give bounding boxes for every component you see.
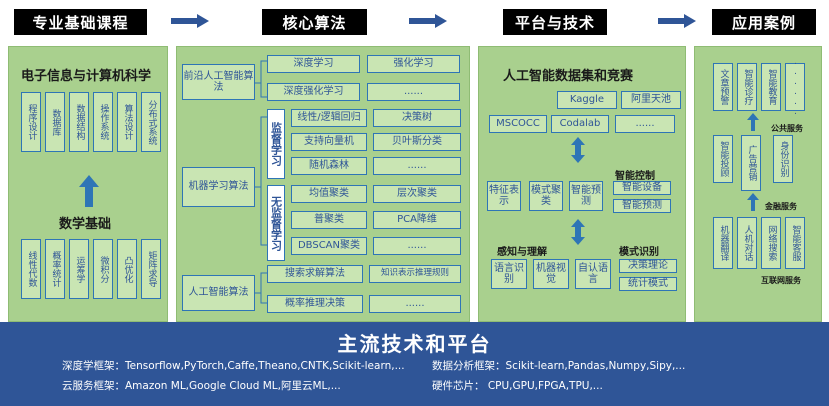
right-arrow-icon [171, 14, 209, 28]
frontier-ai-label: 前沿人工智能算法 [182, 64, 255, 100]
internet-service-label: 互联网服务 [761, 276, 801, 285]
ai-algo-label: 人工智能算法 [182, 275, 255, 311]
finance-service-label: 金融服务 [765, 202, 797, 211]
public-service-label: 公共服务 [771, 124, 803, 133]
data-analysis-frameworks-text: 数据分析框架：Scikit-learn,Pandas,Numpy,Sipy,..… [432, 360, 686, 372]
pattern-recognition-label: 模式识别 [619, 247, 659, 258]
tech-box: 智能预测 [569, 181, 603, 211]
app-box: 智能诊疗 [737, 63, 757, 111]
dataset-box: Kaggle [557, 91, 617, 109]
platforms-title: 主流技术和平台 [337, 332, 492, 356]
tech-box: 模式聚类 [529, 181, 563, 211]
app-box: 人机对话 [737, 217, 757, 269]
cloud-frameworks-text: 云服务框架：Amazon ML,Google Cloud ML,阿里云ML,..… [62, 380, 341, 392]
math-box: 线性代数 [21, 239, 41, 299]
algo-box: DBSCAN聚类 [291, 237, 367, 255]
header-core-algorithms: 核心算法 [262, 9, 367, 35]
tech-box: 特征表示 [487, 181, 521, 211]
tech-box: 统计模式 [619, 277, 677, 291]
unsupervised-label: 无监督学习 [267, 185, 285, 261]
algo-box: 均值聚类 [291, 185, 367, 203]
math-box: 运筹学 [69, 239, 89, 299]
dl-frameworks-text: 深度学框架：Tensorflow,PyTorch,Caffe,Theano,CN… [62, 360, 405, 372]
right-arrow-icon [409, 14, 447, 28]
tech-box: 机器视觉 [533, 259, 569, 289]
tech-box: 智能设备 [613, 181, 671, 195]
math-box: 微积分 [93, 239, 113, 299]
dataset-box: 阿里天池 [621, 91, 681, 109]
header-foundation-courses: 专业基础课程 [14, 9, 147, 35]
app-box: 身份识别 [773, 135, 793, 183]
course-box: 算法设计 [117, 92, 137, 152]
algo-box: 概率推理决策 [267, 295, 363, 313]
ml-label: 机器学习算法 [182, 167, 255, 207]
math-box: 矩阵求导 [141, 239, 161, 299]
header-applications: 应用案例 [712, 9, 816, 35]
app-box: ...... [785, 57, 805, 117]
app-box: 文章预警 [713, 63, 733, 111]
course-box: 操作系统 [93, 92, 113, 152]
algo-box: PCA降维 [373, 211, 461, 229]
app-box: 网络搜索 [761, 217, 781, 269]
hardware-chips-text: 硬件芯片： CPU,GPU,FPGA,TPU,... [432, 380, 603, 392]
panel-foundation-courses: 电子信息与计算机科学 程序设计 数据库 数据结构 操作系统 算法设计 分布式系统… [8, 46, 168, 322]
smart-control-label: 智能控制 [615, 171, 655, 182]
algo-box: 随机森林 [291, 157, 367, 175]
panel-core-algorithms: 前沿人工智能算法 深度学习 强化学习 深度强化学习 ...... 机器学习算法 … [176, 46, 470, 322]
algo-box: 支持向量机 [291, 133, 367, 151]
algo-box: 贝叶斯分类 [373, 133, 461, 151]
algo-box: 强化学习 [367, 55, 460, 73]
up-arrow-icon [747, 113, 759, 131]
tech-box: 决策理论 [619, 259, 677, 273]
updown-arrow-icon [571, 219, 585, 245]
algo-box: 搜索求解算法 [267, 265, 363, 283]
math-box: 凸优化 [117, 239, 137, 299]
perception-label: 感知与理解 [497, 247, 547, 258]
right-arrow-icon [658, 14, 696, 28]
math-title: 数学基础 [59, 217, 112, 232]
header-platform-tech: 平台与技术 [503, 9, 607, 35]
algo-box: ...... [369, 295, 461, 313]
app-box: 智能客服 [785, 217, 805, 269]
datasets-title: 人工智能数据集和竞赛 [503, 69, 634, 84]
course-box: 分布式系统 [141, 92, 161, 152]
up-arrow-icon [747, 193, 759, 211]
algo-box: 普聚类 [291, 211, 367, 229]
tech-box: 语言识别 [491, 259, 527, 289]
dataset-box: Codalab [551, 115, 609, 133]
algo-box: 深度强化学习 [267, 83, 360, 101]
algo-box: 决策树 [373, 109, 461, 127]
updown-arrow-icon [571, 137, 585, 163]
dataset-box: ...... [615, 115, 675, 133]
course-box: 程序设计 [21, 92, 41, 152]
supervised-label: 监督学习 [267, 109, 285, 179]
math-box: 概率统计 [45, 239, 65, 299]
course-box: 数据结构 [69, 92, 89, 152]
panel-applications: 文章预警 智能诊疗 智能教育 ...... 公共服务 智能投顾 广告营销 身份识… [694, 46, 822, 322]
app-box: 广告营销 [741, 135, 761, 191]
algo-box: 线性/逻辑回归 [291, 109, 367, 127]
algo-box: 知识表示推理规则 [369, 265, 461, 283]
tech-box: 自认语言 [575, 259, 611, 289]
algo-box: 深度学习 [267, 55, 360, 73]
app-box: 智能投顾 [713, 135, 733, 183]
app-box: 智能教育 [761, 63, 781, 111]
dataset-box: MSCOCC [489, 115, 547, 133]
algo-box: 层次聚类 [373, 185, 461, 203]
connector-lines [255, 60, 267, 304]
up-arrow-icon [79, 175, 99, 207]
course-box: 数据库 [45, 92, 65, 152]
platforms-band: 主流技术和平台 深度学框架：Tensorflow,PyTorch,Caffe,T… [0, 322, 829, 406]
algo-box: ...... [373, 237, 461, 255]
algo-box: ...... [373, 157, 461, 175]
app-box: 机器翻译 [713, 217, 733, 269]
tech-box: 智能预测 [613, 199, 671, 213]
panel-platform-tech: 人工智能数据集和竞赛 Kaggle 阿里天池 MSCOCC Codalab ..… [478, 46, 686, 322]
algo-box: ...... [367, 83, 460, 101]
cs-title: 电子信息与计算机科学 [21, 69, 152, 84]
